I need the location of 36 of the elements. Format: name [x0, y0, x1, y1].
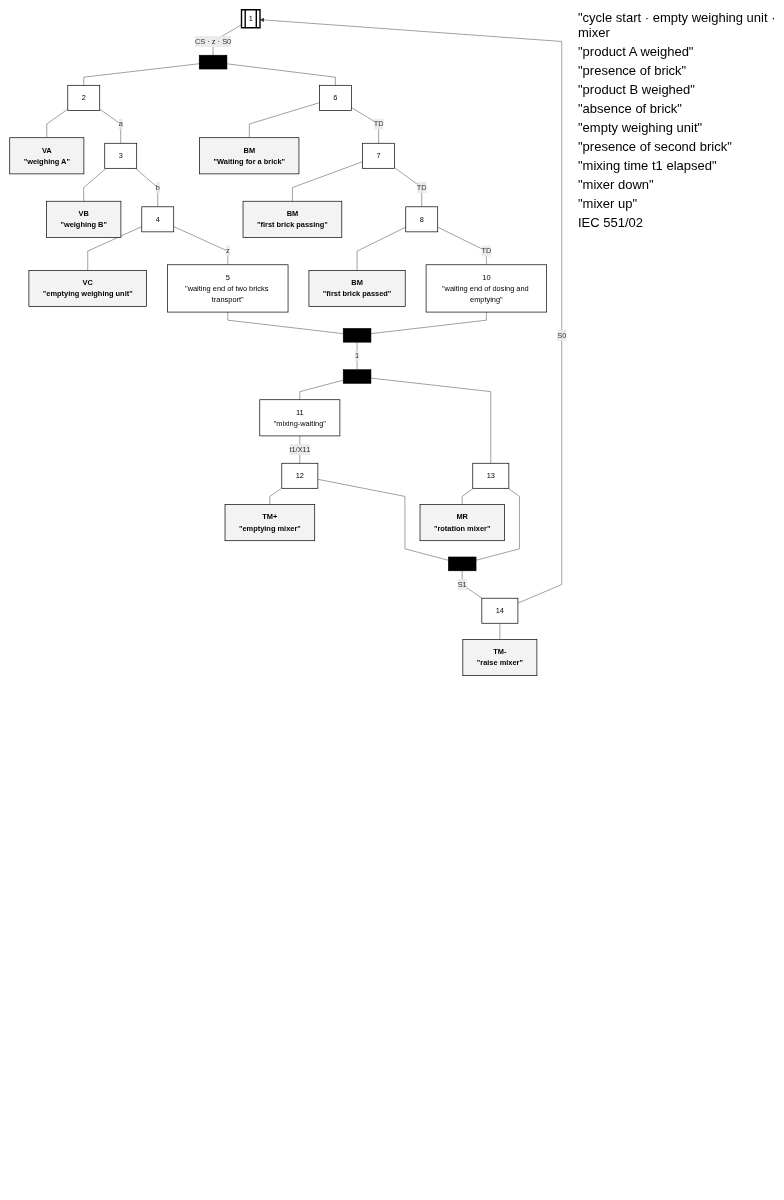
- connector: [269, 487, 283, 505]
- connector: [249, 102, 320, 138]
- node-bar: [448, 556, 477, 572]
- connector: [370, 311, 487, 334]
- connector: [475, 488, 520, 561]
- comment-text: "empty weighing unit": [578, 120, 704, 135]
- comment-text: "presence of second brick": [578, 139, 733, 154]
- connector: [173, 226, 228, 265]
- connector: [461, 488, 474, 505]
- connector: [299, 435, 301, 464]
- connector: [83, 63, 200, 86]
- connector: [299, 379, 344, 400]
- comment-text: "presence of brick": [578, 63, 688, 78]
- comment-text: "absence of brick": [578, 101, 683, 116]
- connector: [99, 108, 121, 144]
- comment-text: "mixing time t1 elapsed": [578, 158, 718, 173]
- connector: [226, 63, 336, 86]
- connector: [317, 479, 449, 561]
- connector: [87, 226, 142, 271]
- comment-text: "cycle start · empty weighing unit · mixer: [578, 10, 777, 40]
- comment-text: "mixer down": [578, 177, 655, 192]
- node-bar: [342, 369, 372, 384]
- connector: [356, 226, 406, 271]
- connector: [227, 311, 344, 334]
- connector: [437, 226, 487, 265]
- comment-text: "product B weighed": [578, 82, 696, 97]
- connector: [370, 377, 492, 464]
- connector: [83, 168, 107, 202]
- connector: [46, 108, 68, 138]
- comment-text: "mixer up": [578, 196, 639, 211]
- figure-caption: IEC 551/02: [578, 215, 645, 230]
- node-bar: [198, 54, 228, 70]
- node-bar: [342, 328, 372, 343]
- connector: [292, 161, 363, 202]
- comment-text: "product A weighed": [578, 44, 695, 59]
- connector: [499, 623, 501, 640]
